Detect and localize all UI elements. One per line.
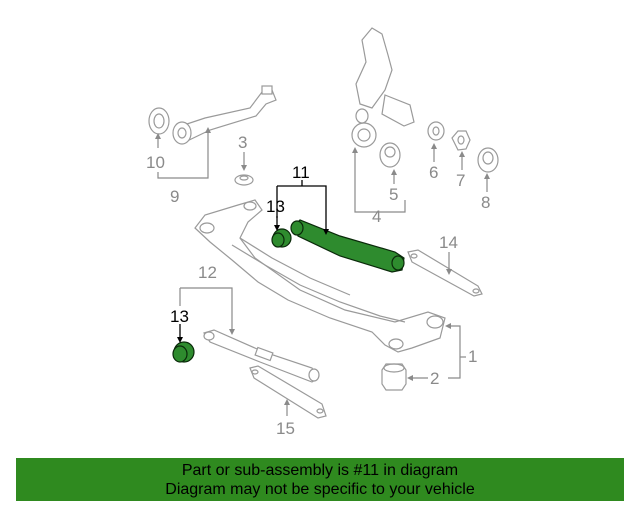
callout-13-upper: 13 (266, 197, 285, 216)
lateral-rod-12 (203, 329, 320, 383)
link-15 (249, 365, 327, 419)
info-banner: Part or sub-assembly is #11 in diagram D… (16, 458, 624, 501)
callout-1: 1 (468, 347, 477, 366)
highlighted-arm-11 (290, 219, 405, 273)
highlighted-bushing-13-upper (271, 228, 292, 248)
callout-5: 5 (389, 185, 398, 204)
steering-knuckle (351, 27, 415, 148)
callout-3: 3 (238, 133, 247, 152)
callout-7: 7 (456, 171, 465, 190)
callout-6: 6 (429, 163, 438, 182)
callout-15: 15 (276, 419, 295, 438)
callout-11: 11 (292, 163, 310, 182)
link-14 (407, 249, 483, 297)
rear-subframe (194, 199, 446, 353)
callout-8: 8 (481, 193, 490, 212)
callout-10: 10 (146, 153, 165, 172)
bushing-8 (477, 147, 499, 173)
washer-6 (427, 121, 445, 141)
callout-14: 14 (439, 233, 458, 252)
banner-line-2: Diagram may not be specific to your vehi… (165, 480, 475, 498)
mount-bushing-2 (381, 363, 407, 391)
callout-9: 9 (170, 187, 179, 206)
upper-control-arm (148, 85, 277, 145)
leader-lines (155, 127, 490, 416)
highlighted-leader-lines (177, 180, 329, 343)
highlighted-bushing-13-lower (172, 341, 195, 363)
nut-7 (451, 130, 471, 151)
callout-13-lower: 13 (170, 307, 189, 326)
bushing-3 (234, 174, 254, 186)
callout-2: 2 (430, 369, 439, 388)
bushing-5 (379, 142, 401, 168)
callout-12: 12 (198, 263, 217, 282)
banner-line-1: Part or sub-assembly is #11 in diagram (181, 461, 459, 479)
callout-4: 4 (372, 207, 381, 226)
